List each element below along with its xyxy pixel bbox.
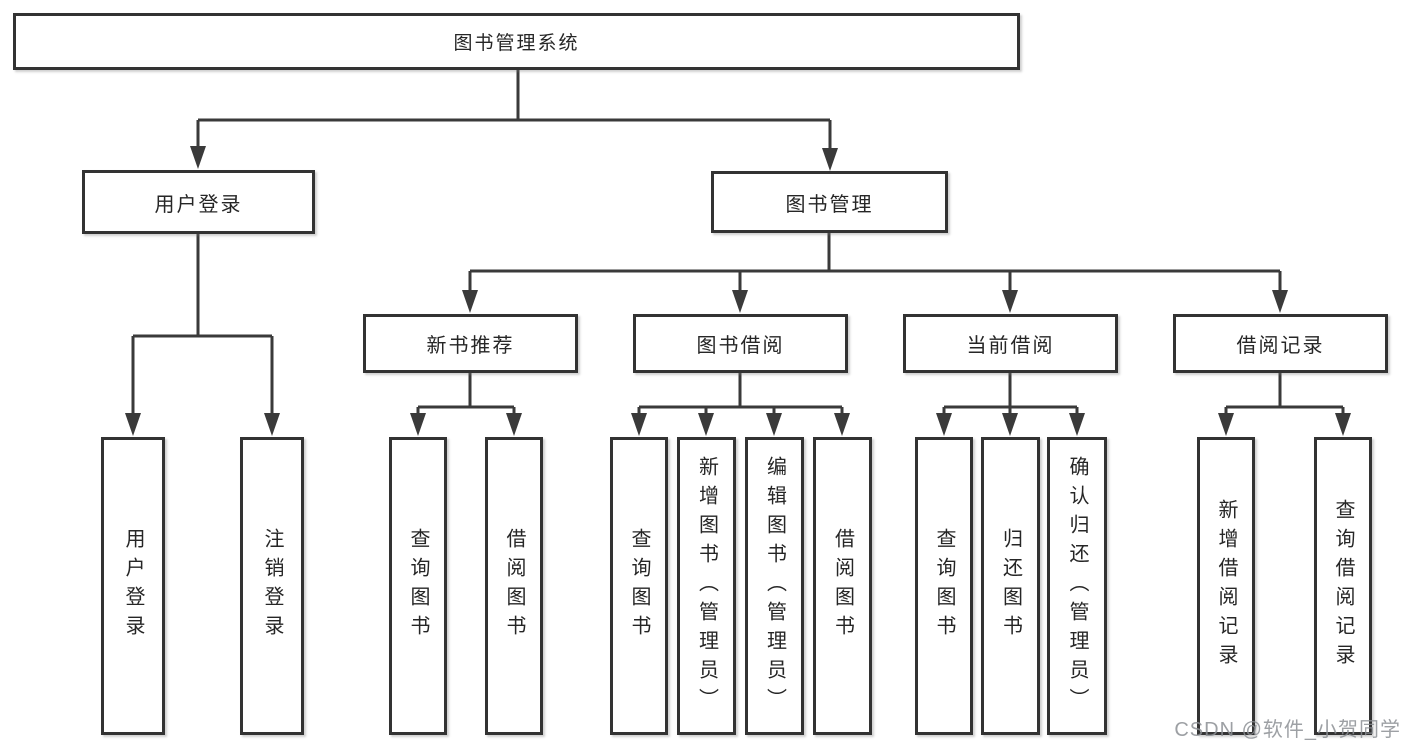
leaf-query-books-recommend: 查询图书 — [389, 437, 447, 735]
node-book-management: 图书管理 — [711, 171, 948, 233]
leaf-user-login: 用户登录 — [101, 437, 165, 735]
node-label: 新增图书（管理员） — [695, 455, 718, 717]
node-label: 借阅图书 — [831, 528, 854, 644]
edge-root-to-level2 — [196, 70, 832, 154]
node-label: 查询图书 — [407, 528, 429, 644]
node-current-borrow: 当前借阅 — [903, 314, 1118, 373]
node-label: 查询图书 — [933, 528, 955, 644]
arrow-icon — [1002, 413, 1018, 436]
node-label: 查询借阅记录 — [1332, 499, 1354, 673]
node-label: 借阅图书 — [503, 528, 525, 644]
node-label: 新增借阅记录 — [1215, 499, 1237, 673]
arrow-icon — [264, 413, 280, 436]
node-borrow-records: 借阅记录 — [1173, 314, 1388, 373]
arrow-icon — [506, 413, 522, 436]
arrow-icon — [190, 146, 206, 169]
node-new-book-recommend: 新书推荐 — [363, 314, 578, 373]
leaf-query-books-current: 查询图书 — [915, 437, 973, 735]
node-label: 新书推荐 — [426, 335, 515, 357]
edge-book-management-children — [468, 233, 1282, 296]
edge-book-borrow-children — [637, 373, 844, 421]
node-label: 用户登录 — [122, 528, 144, 644]
arrow-icon — [1335, 413, 1351, 436]
leaf-query-books-borrow: 查询图书 — [610, 437, 668, 735]
node-label: 图书借阅 — [696, 335, 785, 357]
leaf-query-borrow-record: 查询借阅记录 — [1314, 437, 1372, 735]
edge-borrow-records-children — [1224, 373, 1345, 421]
arrow-icon — [936, 413, 952, 436]
arrow-icon — [822, 148, 838, 171]
leaf-borrow-books: 借阅图书 — [813, 437, 872, 735]
leaf-add-book-admin: 新增图书（管理员） — [677, 437, 736, 735]
arrow-icon — [125, 413, 141, 436]
arrow-icon — [410, 413, 426, 436]
arrow-icon — [462, 290, 478, 313]
node-label: 当前借阅 — [966, 335, 1055, 357]
node-user-login: 用户登录 — [82, 170, 315, 234]
arrow-icon — [732, 290, 748, 313]
edge-current-borrow-children — [942, 373, 1079, 421]
arrow-icon — [1002, 290, 1018, 313]
node-label: 确认归还（管理员） — [1066, 455, 1088, 717]
node-label: 编辑图书（管理员） — [763, 455, 786, 717]
node-label: 借阅记录 — [1236, 335, 1325, 357]
node-label: 用户登录 — [154, 193, 243, 216]
csdn-watermark: CSDN @软件_小贺同学 — [1174, 719, 1401, 741]
node-label: 查询图书 — [628, 528, 650, 644]
arrow-icon — [631, 413, 647, 436]
arrow-icon — [766, 413, 782, 436]
leaf-confirm-return-admin: 确认归还（管理员） — [1047, 437, 1107, 735]
leaf-return-book: 归还图书 — [981, 437, 1040, 735]
node-label: 归还图书 — [999, 528, 1022, 644]
leaf-logout: 注销登录 — [240, 437, 304, 735]
edge-user-login-children — [131, 234, 274, 419]
arrow-icon — [1069, 413, 1085, 436]
arrow-icon — [698, 413, 714, 436]
node-label: 注销登录 — [261, 528, 283, 644]
arrow-icon — [1272, 290, 1288, 313]
node-book-borrow: 图书借阅 — [633, 314, 848, 373]
node-label: 图书管理系统 — [453, 33, 580, 54]
leaf-borrow-books-recommend: 借阅图书 — [485, 437, 543, 735]
node-library-management-system: 图书管理系统 — [13, 13, 1020, 70]
leaf-add-borrow-record: 新增借阅记录 — [1197, 437, 1255, 735]
arrow-icon — [834, 413, 850, 436]
arrow-icon — [1218, 413, 1234, 436]
edge-new-book-recommend-children — [416, 373, 516, 421]
leaf-edit-book-admin: 编辑图书（管理员） — [745, 437, 804, 735]
node-label: 图书管理 — [785, 193, 874, 216]
